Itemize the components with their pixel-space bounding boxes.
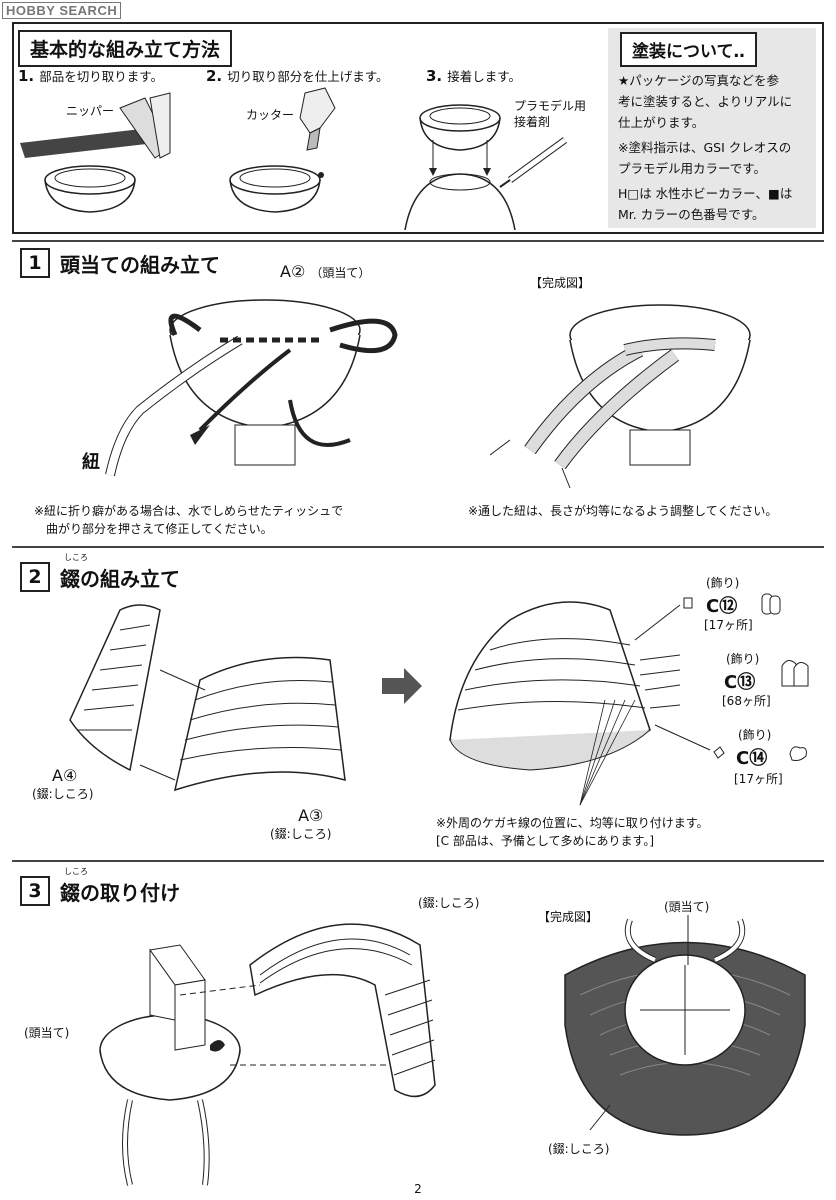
paint-info-title: 塗装について‥ [620,32,757,67]
basic-assembly-frame [12,22,824,234]
part-a2-sub: （頭当て） [310,266,371,280]
section-1-complete-label: 【完成図】 [530,276,591,290]
paint-line-4: ※塗料指示は、GSI クレオスの [618,140,792,155]
tool-glue-label: プラモデル用 接着剤 [514,99,587,129]
part-a4: A④ [52,766,78,785]
section-2-number: 2 [20,562,50,592]
step-3-text: 接着します。 [447,69,521,84]
deco-c14-count: [17ヶ所] [734,772,783,786]
watermark: HOBBY SEARCH [2,2,122,19]
section-2-note-line-1: ※外周のケガキ線の位置に、均等に取り付けます。 [436,816,709,830]
cord-label: 紐 [82,452,100,473]
watermark-logo: HOBBY SEARCH [2,2,122,19]
paint-line-6: H□は 水性ホビーカラー、■は [618,186,793,201]
paint-line-2: 考に塗装すると、よりリアルに [618,94,793,109]
section-1-note-left: ※紐に折り癖がある場合は、水でしめらせたティッシュで 曲がり部分を押さえて修正し… [34,502,343,538]
part-a4-sub: (錣:しころ) [32,787,94,801]
step-2-text: 切り取り部分を仕上げます。 [227,69,389,84]
deco-c13-note: (飾り) [726,652,760,666]
step-1: 1. 部品を切り取ります。 [18,66,163,85]
shikoro-parts-illustration [69,604,346,792]
helmet-complete-illustration [564,915,806,1136]
shikoro-assembled-illustration [449,601,711,806]
divider-1 [12,240,824,242]
step-2: 2. 切り取り部分を仕上げます。 [206,66,389,85]
nipper-illustration [20,92,171,213]
section-3-complete-label: 【完成図】 [538,910,599,924]
deco-c14-part: C⑭ [736,748,768,769]
deco-c14-note: (飾り) [738,728,772,742]
head-piece-cord-illustration [105,299,398,477]
part-a3: A③ [298,806,324,825]
shikoro-attach-illustration [99,923,436,1186]
part-a3-sub: (錣:しころ) [270,827,332,841]
paint-line-3: 仕上がります。 [618,115,705,130]
deco-c14-icon [713,746,807,761]
section-2-heading: 2 錣の組み立て [20,562,180,592]
section-3-ruby: しころ [64,867,88,876]
step-1-text: 部品を切り取ります。 [39,69,163,84]
next-arrow-icon [382,668,422,704]
basic-assembly-title: 基本的な組み立て方法 [18,30,233,67]
section-3-complete-head-label: (頭当て) [664,900,710,914]
tool-nipper-label: ニッパー [66,104,115,118]
section-1-heading: 1 頭当ての組み立て [20,248,220,278]
deco-c13-icon [781,660,809,687]
divider-2 [12,546,824,548]
section-1-title: 頭当ての組み立て [60,252,220,277]
deco-c12-count: [17ヶ所] [704,618,753,632]
section-3-title: 錣の取り付け [60,880,180,905]
section-3-shikoro-label: (錣:しころ) [418,896,480,910]
part-a3-label: A③ (錣:しころ) [270,806,331,842]
part-a2: A② [280,262,306,281]
section-3-heading: 3 錣の取り付け [20,876,180,906]
glue-illustration [404,104,568,231]
section-3-number: 3 [20,876,50,906]
section-1-note-right: ※通した紐は、長さが均等になるよう調整してください。 [468,504,778,518]
page-number: 2 [414,1182,422,1196]
divider-3 [12,860,824,862]
paint-line-1: ★パッケージの写真などを参 [618,73,779,88]
paint-line-5: プラモデル用カラーです。 [618,161,767,176]
section-3-complete-shikoro-label: (錣:しころ) [548,1142,610,1156]
step-3: 3. 接着します。 [426,66,521,85]
deco-c12-icon [683,593,781,615]
tool-cutter-label: カッター [246,108,295,122]
section-1-number: 1 [20,248,50,278]
section-2-ruby: しころ [64,553,88,562]
part-a4-label: A④ (錣:しころ) [32,766,93,802]
section-1-note-left-line-1: ※紐に折り癖がある場合は、水でしめらせたティッシュで [34,504,344,518]
step-3-num: 3. [426,67,443,85]
section-1-note-left-line-2: 曲がり部分を押さえて修正してください。 [46,522,273,536]
paint-line-7: Mr. カラーの色番号です。 [618,207,765,222]
section-3-head-label: (頭当て) [24,1026,70,1040]
paint-info-text: ★パッケージの写真などを参 考に塗装すると、よりリアルに 仕上がります。 ※塗料… [618,70,814,225]
section-2-note: ※外周のケガキ線の位置に、均等に取り付けます。 [C 部品は、予備として多めにあ… [436,814,709,850]
deco-c13-count: [68ヶ所] [722,694,771,708]
section-2-title: 錣の組み立て [60,566,180,591]
deco-c12-note: (飾り) [706,576,740,590]
part-a2-label: A② （頭当て） [280,262,370,281]
cutter-illustration [229,87,336,213]
section-2-note-line-2: [C 部品は、予備として多めにあります。] [436,834,654,848]
deco-c13-part: C⑬ [724,672,756,693]
step-1-num: 1. [18,67,35,85]
deco-c12-part: C⑫ [706,596,738,617]
head-piece-complete-illustration [489,304,751,489]
step-2-num: 2. [206,67,223,85]
